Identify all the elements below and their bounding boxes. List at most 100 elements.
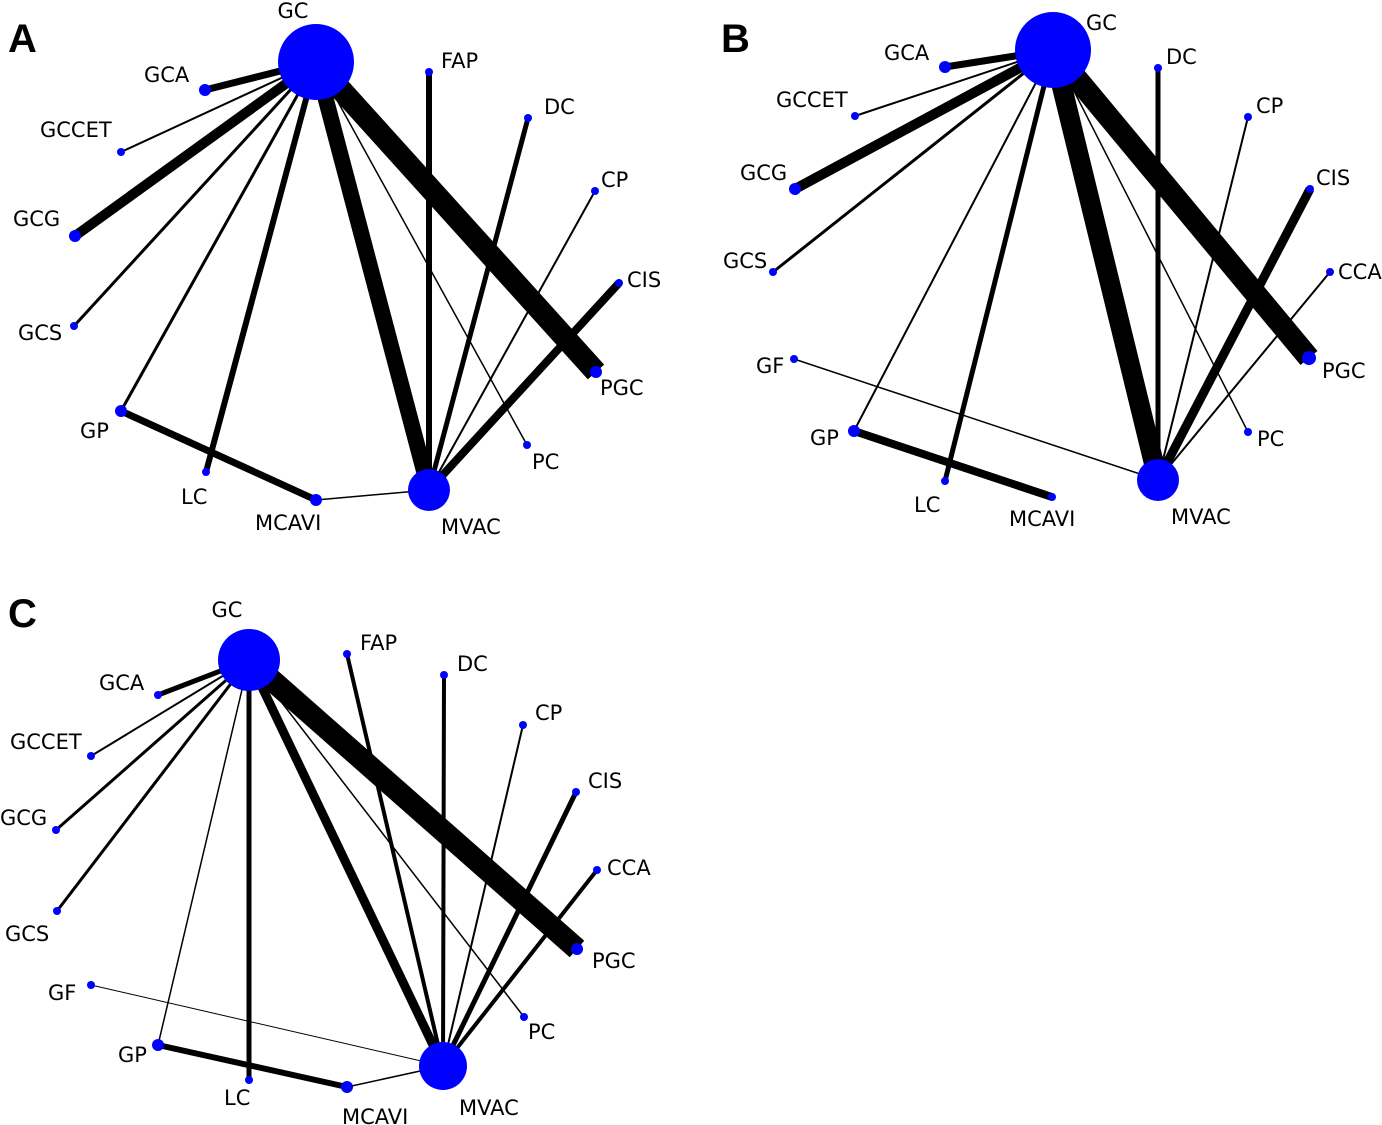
node-cca: [593, 866, 601, 874]
node-cca: [1326, 268, 1334, 276]
node-label-gp: GP: [810, 426, 839, 450]
edge-gc-gp: [157, 659, 250, 1046]
node-label-gcg: GCG: [740, 161, 787, 185]
panel-letter: B: [721, 17, 750, 61]
node-mcavi: [341, 1081, 353, 1093]
node-cis: [572, 788, 580, 796]
node-label-cp: CP: [1256, 94, 1283, 118]
edge-cis-mvac: [440, 790, 579, 1068]
node-label-gf: GF: [48, 981, 76, 1005]
node-gp: [848, 425, 860, 437]
node-pgc: [571, 943, 583, 955]
panel-a: AGCFAPDCCPCISPGCPCMVACMCAVILCGPGCSGCGGCC…: [8, 0, 661, 539]
node-label-gc: GC: [212, 598, 243, 622]
node-gccet: [117, 148, 125, 156]
edge-fap-mvac: [345, 653, 445, 1067]
edge-gc-mvac: [308, 59, 437, 493]
node-lc: [245, 1076, 253, 1084]
node-label-gca: GCA: [144, 63, 190, 87]
node-label-lc: LC: [181, 485, 207, 509]
panel-letter: C: [8, 592, 37, 636]
edge-gc-lc: [942, 49, 1056, 482]
node-gca: [154, 691, 162, 699]
node-label-pc: PC: [1257, 427, 1284, 451]
edge-dc-mvac: [426, 117, 531, 491]
node-fap: [343, 650, 351, 658]
edge-gc-gp: [853, 49, 1054, 432]
node-gf: [87, 981, 95, 989]
node-label-cca: CCA: [1338, 260, 1382, 284]
edge-gc-gcs: [72, 60, 318, 328]
node-gp: [115, 405, 127, 417]
edge-gc-mvac: [244, 658, 448, 1068]
edge-dc-mvac: [441, 674, 446, 1067]
node-lc: [941, 477, 949, 485]
node-gca: [939, 61, 951, 73]
node-dc: [524, 114, 532, 122]
node-label-gcg: GCG: [13, 207, 60, 231]
node-label-fap: FAP: [441, 49, 478, 73]
node-mcavi: [310, 494, 322, 506]
node-label-pc: PC: [532, 450, 559, 474]
node-pc: [520, 1013, 528, 1021]
node-lc: [202, 468, 210, 476]
node-gcs: [70, 322, 78, 330]
node-label-mcavi: MCAVI: [255, 511, 321, 535]
node-label-pc: PC: [528, 1020, 555, 1044]
node-label-lc: LC: [224, 1086, 250, 1110]
node-label-gf: GF: [756, 354, 784, 378]
node-gcg: [52, 826, 60, 834]
edge-gp-mcavi: [852, 427, 1054, 501]
edge-gc-pc: [315, 61, 528, 446]
node-gcs: [769, 268, 777, 276]
node-pc: [1244, 428, 1252, 436]
node-dc: [1154, 64, 1162, 72]
node-mcavi: [1048, 493, 1056, 501]
node-gcg: [789, 183, 801, 195]
node-group: GCDCCPCISCCAPGCPCMVACMCAVILCGPGFGCSGCGGC…: [723, 11, 1382, 531]
node-label-dc: DC: [544, 95, 575, 119]
node-label-gc: GC: [1086, 11, 1117, 35]
edge-gf-mvac: [90, 984, 444, 1067]
node-label-pgc: PGC: [1322, 359, 1366, 383]
node-mvac: [1137, 459, 1179, 501]
node-label-gccet: GCCET: [776, 88, 848, 112]
node-gf: [790, 355, 798, 363]
edge-gc-gcs: [772, 48, 1054, 274]
node-gc: [1015, 12, 1091, 88]
node-mvac: [419, 1042, 467, 1090]
node-label-gca: GCA: [884, 41, 930, 65]
node-label-lc: LC: [914, 493, 940, 517]
node-label-gp: GP: [118, 1043, 147, 1067]
node-label-gccet: GCCET: [40, 118, 112, 142]
edge-gc-gcg: [792, 45, 1056, 194]
node-label-gcs: GCS: [18, 321, 62, 345]
node-gc: [218, 629, 280, 691]
edge-gc-gcg: [55, 658, 250, 832]
node-label-dc: DC: [457, 652, 488, 676]
node-gc: [278, 24, 354, 100]
edge-gc-pgc: [241, 651, 585, 958]
node-pc: [523, 441, 531, 449]
node-gccet: [851, 112, 859, 120]
node-label-cca: CCA: [607, 856, 651, 880]
edge-group: [72, 54, 622, 504]
edge-cca-mvac: [441, 868, 599, 1068]
node-label-mcavi: MCAVI: [342, 1105, 408, 1125]
node-gcg: [69, 230, 81, 242]
node-label-pgc: PGC: [600, 376, 644, 400]
edge-cp-mvac: [442, 724, 524, 1067]
edge-cp-mvac: [428, 190, 596, 491]
node-label-gcs: GCS: [5, 922, 49, 946]
node-cis: [1306, 185, 1314, 193]
node-label-mcavi: MCAVI: [1009, 507, 1075, 531]
node-label-pgc: PGC: [592, 949, 636, 973]
node-gcs: [53, 907, 61, 915]
node-group: GCFAPDCCPCISPGCPCMVACMCAVILCGPGCSGCGGCCE…: [13, 0, 661, 539]
node-label-cp: CP: [535, 701, 562, 725]
node-label-mvac: MVAC: [441, 515, 501, 539]
node-cis: [615, 279, 623, 287]
